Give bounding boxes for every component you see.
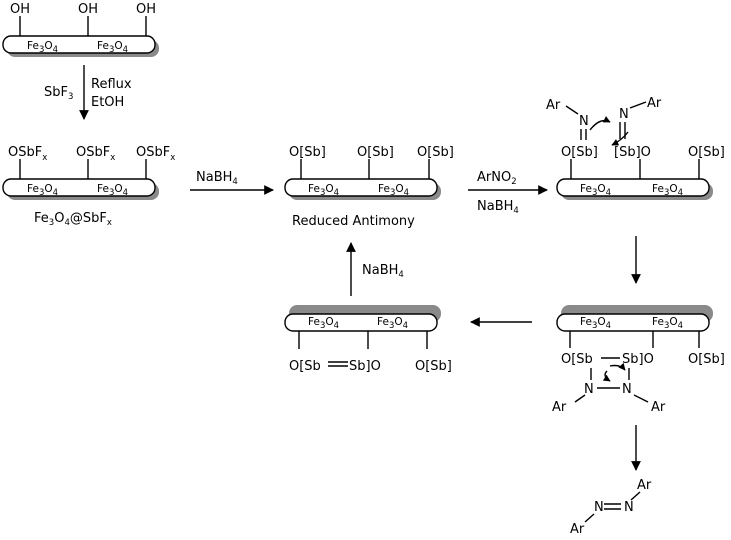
hydroxyl-label: OH	[10, 2, 30, 17]
o-sb-label: O[Sb	[561, 352, 593, 367]
fe3o4-label: Fe3O4	[652, 316, 683, 331]
o-sb-label: O[Sb]	[415, 359, 452, 374]
arrow-up-nabh4: NaBH4	[346, 242, 404, 296]
fe3o4-label: Fe3O4	[652, 183, 683, 198]
sb-dimer-support: Fe3O4 Fe3O4 O[Sb Sb]O O[Sb]	[284, 305, 452, 374]
nabh4-label: NaBH4	[477, 199, 519, 216]
fe3o4-label: Fe3O4	[27, 183, 58, 198]
fe3o4-label: Fe3O4	[378, 183, 409, 198]
o-sb-label: O[Sb]	[289, 145, 326, 160]
sb-o-label: [Sb]O	[614, 145, 651, 160]
o-sb-label: O[Sb	[289, 359, 321, 374]
aryl-label: Ar	[637, 478, 652, 493]
o-sb-label: O[Sb]	[561, 145, 598, 160]
nabh4-label: NaBH4	[362, 263, 404, 280]
osbfx-label: OSbFx	[136, 145, 175, 163]
fe3o4-label: Fe3O4	[580, 316, 611, 331]
fe3o4-label: Fe3O4	[97, 40, 128, 55]
hydroxyl-label: OH	[78, 2, 98, 17]
arrow-sbf3-reflux: SbF3 Reflux EtOH	[44, 65, 132, 120]
nitrogen-label: N	[624, 500, 634, 515]
reduced-antimony-support: O[Sb] O[Sb] O[Sb] Fe3O4 Fe3O4 Reduced An…	[284, 145, 454, 229]
azo-product: Ar N N Ar	[570, 478, 652, 537]
aryl-label: Ar	[546, 98, 561, 113]
nitrogen-label: N	[619, 107, 629, 122]
fe3o4-at-sbfx-caption: Fe3O4@SbFx	[34, 211, 112, 228]
nitrogen-label: N	[584, 382, 594, 397]
fe3o4-sbfx-support: OSbFx OSbFx OSbFx Fe3O4 Fe3O4 Fe3O4@SbFx	[2, 145, 175, 228]
nitrogen-label: N	[579, 114, 589, 129]
fe3o4-hydroxyl-support: OH OH OH Fe3O4 Fe3O4	[2, 2, 159, 57]
nabh4-label: NaBH4	[196, 170, 238, 187]
o-sb-label: O[Sb]	[417, 145, 454, 160]
o-sb-label: O[Sb]	[357, 145, 394, 160]
nitrogen-label: N	[594, 500, 604, 515]
aryl-label: Ar	[552, 400, 567, 415]
sbf3-reagent-label: SbF3	[44, 85, 73, 102]
fe3o4-label: Fe3O4	[97, 183, 128, 198]
o-sb-label: O[Sb]	[688, 145, 725, 160]
fe3o4-label: Fe3O4	[308, 183, 339, 198]
fe3o4-label: Fe3O4	[27, 40, 58, 55]
osbfx-label: OSbFx	[76, 145, 115, 163]
osbfx-label: OSbFx	[8, 145, 47, 163]
arrow-nabh4-reduction: NaBH4	[190, 170, 274, 195]
nitrogen-label: N	[622, 382, 632, 397]
aryl-label: Ar	[570, 522, 585, 537]
o-sb-label: O[Sb]	[688, 352, 725, 367]
etoh-label: EtOH	[91, 95, 124, 110]
nitroso-coordination-intermediate: O[Sb] [Sb]O O[Sb] Fe3O4 Fe3O4 Ar N N Ar	[546, 96, 725, 200]
aryl-label: Ar	[647, 96, 662, 111]
fe3o4-label: Fe3O4	[580, 183, 611, 198]
fe3o4-label: Fe3O4	[377, 316, 408, 331]
sb-o-label: Sb]O	[349, 359, 381, 374]
hydroxyl-label: OH	[136, 2, 156, 17]
reduced-antimony-caption: Reduced Antimony	[292, 214, 415, 229]
sb-nitrogen-ring-intermediate: Fe3O4 Fe3O4 O[Sb Sb]O O[Sb] N N Ar Ar	[552, 305, 725, 415]
aryl-label: Ar	[651, 400, 666, 415]
fe3o4-label: Fe3O4	[308, 316, 339, 331]
sb-o-label: Sb]O	[622, 352, 654, 367]
reflux-label: Reflux	[91, 77, 132, 92]
arno2-label: ArNO2	[477, 170, 517, 187]
arrow-arno2-nabh4: ArNO2 NaBH4	[468, 170, 548, 216]
